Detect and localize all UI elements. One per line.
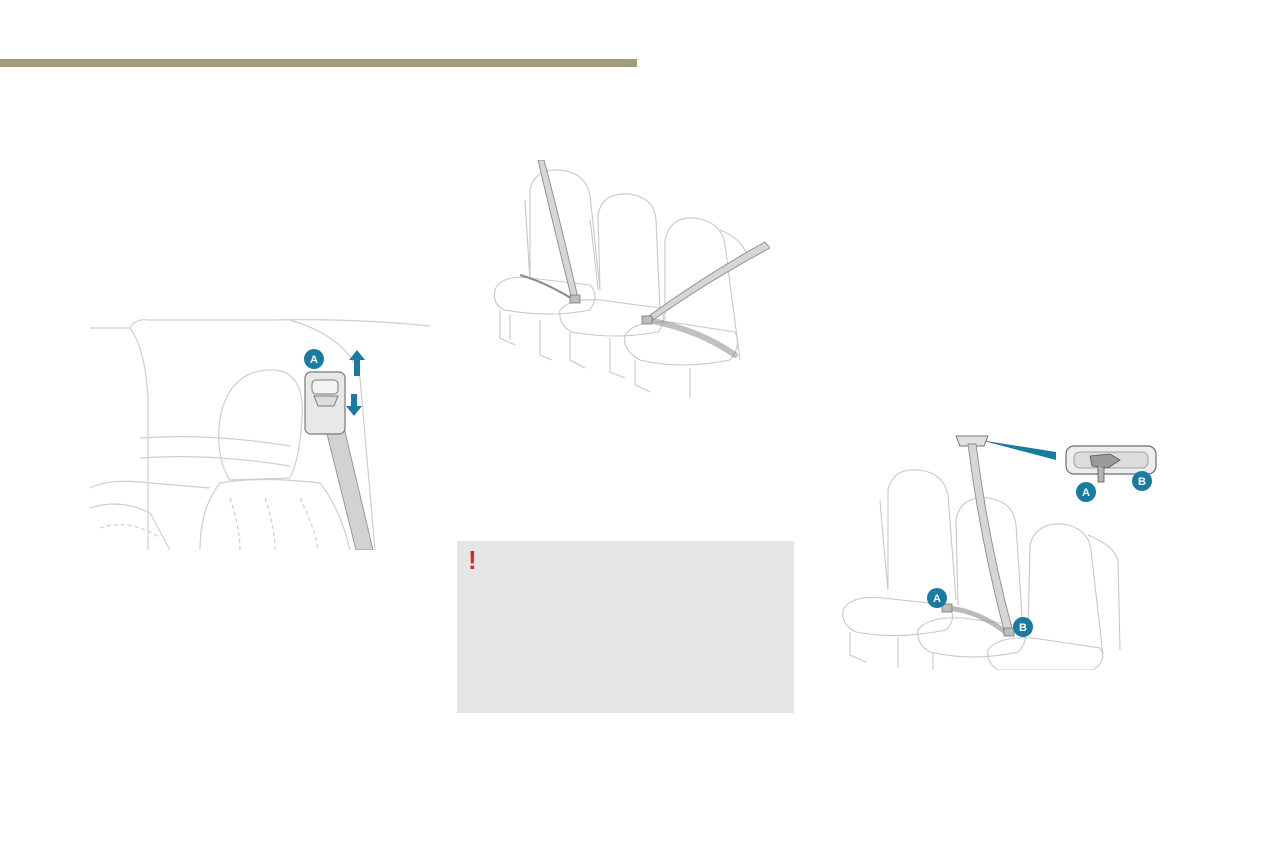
svg-text:A: A — [310, 354, 318, 366]
rear-bench-drawing — [493, 160, 770, 398]
header-rule — [0, 59, 637, 67]
third-row-drawing: A B A — [842, 435, 1157, 670]
callout-b-detail: B — [1132, 471, 1152, 491]
callout-a-detail: A — [1076, 482, 1096, 502]
anchor-detail-inset: A B — [1065, 445, 1157, 502]
rear-bench-belts-illustration — [490, 160, 770, 398]
down-arrow-icon — [346, 394, 362, 416]
callout-a: A — [304, 349, 324, 369]
up-arrow-icon — [349, 350, 365, 376]
third-row-belt-illustration: A B A — [838, 430, 1168, 670]
callout-a: A — [927, 588, 947, 608]
svg-text:B: B — [1138, 476, 1146, 488]
callout-b: B — [1013, 617, 1033, 637]
svg-text:A: A — [1082, 487, 1090, 499]
warning-box: ! — [457, 541, 794, 713]
svg-text:A: A — [933, 593, 941, 605]
warning-exclamation-icon: ! — [468, 545, 477, 575]
svg-text:B: B — [1019, 622, 1027, 634]
front-seat-belt-illustration: A — [90, 308, 430, 550]
front-seat-belt-drawing: A — [90, 319, 430, 550]
